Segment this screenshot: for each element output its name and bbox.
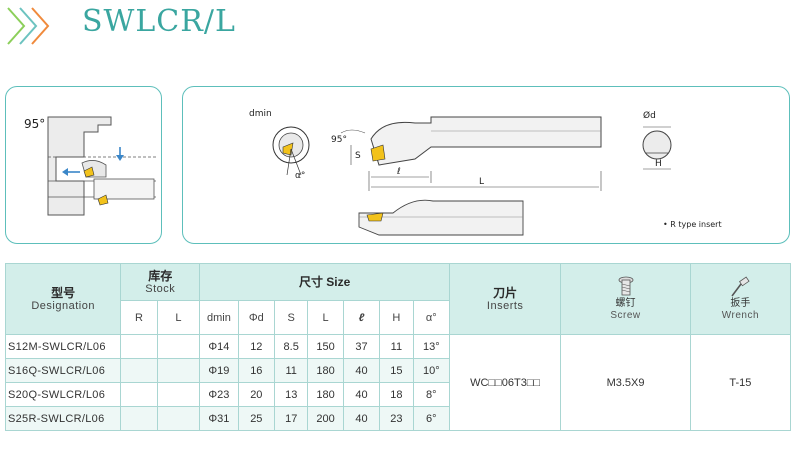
stock-r-cell (120, 406, 158, 431)
alpha-cell: 6° (412, 406, 451, 431)
angle-label: 95° (24, 117, 46, 131)
table-row: S12M-SWLCR/L06 Φ14 12 8.5 150 37 11 13° … (4, 334, 792, 431)
stock-l-cell (156, 382, 201, 407)
subheader-alpha: α° (412, 300, 451, 335)
alpha-cell: 10° (412, 358, 451, 383)
designation-cell: S16Q-SWLCR/L06 (4, 358, 122, 383)
od-label: Ød (643, 111, 656, 121)
stock-l-cell (156, 334, 201, 359)
dmin-cell: Φ19 (199, 358, 239, 383)
designation-cell: S12M-SWLCR/L06 (4, 334, 122, 359)
s-cell: 13 (274, 382, 309, 407)
alpha-label: α° (295, 171, 306, 181)
subheader-h: H (379, 300, 414, 335)
designation-header: 型号 Designation (4, 263, 122, 335)
subheader-l: L (156, 300, 201, 335)
designation-cell: S20Q-SWLCR/L06 (4, 382, 122, 407)
stock-l-cell (156, 406, 201, 431)
dmin-cell: Φ23 (199, 382, 239, 407)
subheader-r: R (120, 300, 158, 335)
inserts-header: 刀片 Inserts (449, 263, 562, 335)
screw-header: 螺钉 Screw (560, 263, 691, 335)
length-cell: 200 (307, 406, 344, 431)
dmin-label: dmin (249, 109, 272, 119)
l-small-label: ℓ (397, 167, 401, 177)
alpha-cell: 13° (412, 334, 451, 359)
subheader-dmin: dmin (199, 300, 239, 335)
length-cell: 180 (307, 358, 344, 383)
screw-icon (618, 276, 633, 296)
l-small-cell: 40 (342, 406, 381, 431)
wrench-header: 扳手 Wrench (689, 263, 792, 335)
tool-holder-drawing (272, 116, 672, 236)
h-cell: 15 (379, 358, 414, 383)
length-cell: 150 (307, 334, 344, 359)
r-type-note: • R type insert (663, 220, 722, 229)
stock-l-cell (156, 358, 201, 383)
machining-diagram-panel: 95° (5, 86, 162, 244)
s-cell: 8.5 (274, 334, 309, 359)
dmin-cell: Φ14 (199, 334, 239, 359)
s-cell: 17 (274, 406, 309, 431)
wrench-cell: T-15 (689, 334, 792, 431)
designation-cell: S25R-SWLCR/L06 (4, 406, 122, 431)
h-cell: 23 (379, 406, 414, 431)
subheader-length: L (307, 300, 344, 335)
s-label: S (355, 151, 361, 161)
s-cell: 11 (274, 358, 309, 383)
subheader-s: S (274, 300, 309, 335)
length-cell: 180 (307, 382, 344, 407)
screw-cell: M3.5X9 (560, 334, 691, 431)
dmin-cell: Φ31 (199, 406, 239, 431)
approach-angle-label: 95° (331, 135, 347, 145)
subheader-l-small: ℓ (342, 300, 381, 335)
triple-chevron-right-icon (7, 7, 50, 45)
table-row: S16Q-SWLCR/L06 Φ19 16 11 180 40 15 10° (4, 358, 791, 383)
d-cell: 16 (237, 358, 276, 383)
h-label: H (655, 159, 662, 169)
l-small-cell: 37 (342, 334, 381, 359)
title-area: SWLCR/L (0, 0, 797, 60)
l-small-cell: 40 (342, 382, 381, 407)
stock-r-cell (120, 382, 158, 407)
table-row: S25R-SWLCR/L06 Φ31 25 17 200 40 23 6° (4, 406, 791, 431)
alpha-cell: 8° (412, 382, 451, 407)
insert-cell: WC□□06T3□□ (449, 334, 562, 431)
tool-dimension-panel: dmin α° 95° S ℓ L Ød H • R type insert (182, 86, 790, 244)
l-total-label: L (479, 177, 485, 187)
boring-operation-drawing (47, 116, 156, 216)
stock-r-cell (120, 358, 158, 383)
d-cell: 12 (237, 334, 276, 359)
table-row: S20Q-SWLCR/L06 Φ23 20 13 180 40 18 8° (4, 382, 791, 407)
page-title: SWLCR/L (82, 4, 236, 39)
d-cell: 25 (237, 406, 276, 431)
stock-r-cell (120, 334, 158, 359)
h-cell: 11 (379, 334, 414, 359)
h-cell: 18 (379, 382, 414, 407)
l-small-cell: 40 (342, 358, 381, 383)
size-header: 尺寸 Size (199, 263, 451, 301)
subheader-d: Φd (237, 300, 276, 335)
spec-table: 型号 Designation 库存 Stock 尺寸 Size 刀片 Inser… (4, 263, 792, 431)
d-cell: 20 (237, 382, 276, 407)
wrench-icon (731, 276, 750, 297)
stock-header: 库存 Stock (120, 263, 201, 301)
